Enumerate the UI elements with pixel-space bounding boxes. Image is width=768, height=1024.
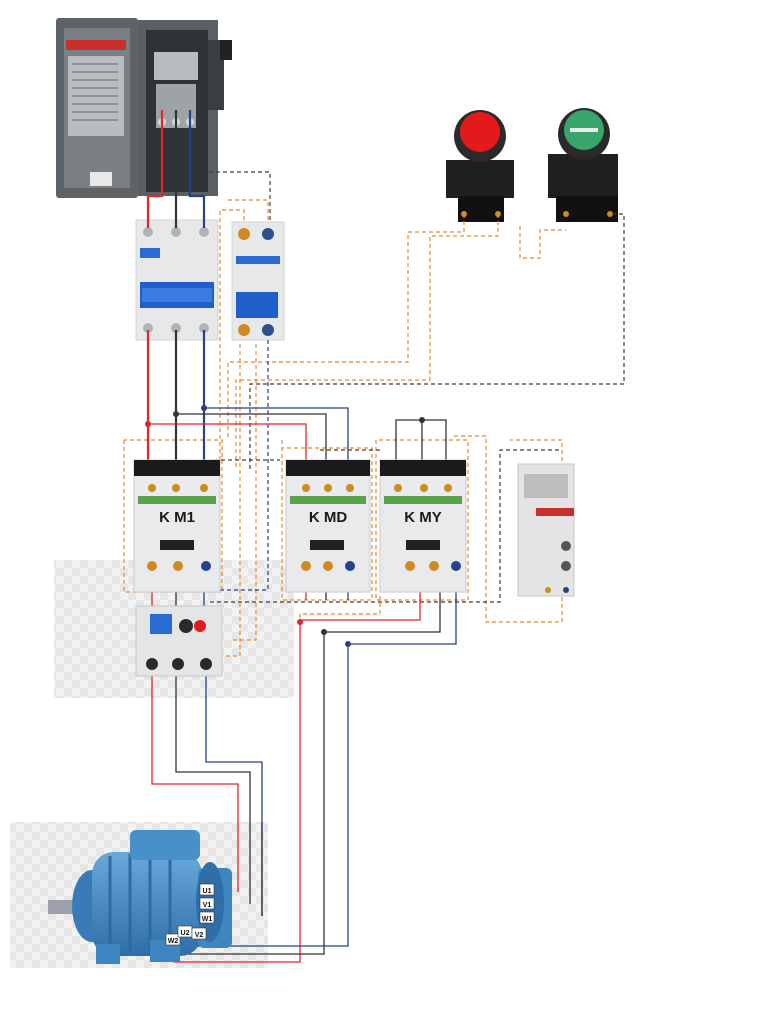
contactor-kmy-icon bbox=[379, 459, 467, 593]
contactor-km1-label: K M1 bbox=[159, 509, 195, 526]
timer-relay-icon bbox=[517, 463, 575, 597]
terminal-v2: V2 bbox=[195, 932, 204, 939]
terminal-u1: U1 bbox=[203, 888, 212, 895]
contactor-kmd-icon bbox=[285, 459, 371, 593]
aux-wiring bbox=[200, 171, 625, 603]
overload-relay-icon bbox=[135, 605, 223, 677]
control-wiring bbox=[123, 199, 566, 657]
disconnect-switch-icon bbox=[56, 18, 232, 198]
breaker-3p-icon bbox=[135, 219, 219, 341]
power-wiring bbox=[146, 110, 206, 466]
stop-button-icon bbox=[446, 110, 514, 222]
start-button-icon bbox=[548, 108, 618, 222]
contactor-kmd-label: K MD bbox=[309, 509, 347, 526]
terminal-w2: W2 bbox=[168, 938, 179, 945]
terminal-v1: V1 bbox=[203, 902, 212, 909]
motor-terminals: U1 V1 W1 W2 U2 V2 bbox=[165, 883, 215, 946]
contactor-kmy-label: K MY bbox=[404, 509, 442, 526]
terminal-w1: W1 bbox=[202, 916, 213, 923]
junction-dots bbox=[145, 421, 303, 625]
breaker-2p-icon bbox=[231, 221, 285, 341]
contactor-km1-icon bbox=[133, 459, 221, 593]
terminal-u2: U2 bbox=[181, 930, 190, 937]
